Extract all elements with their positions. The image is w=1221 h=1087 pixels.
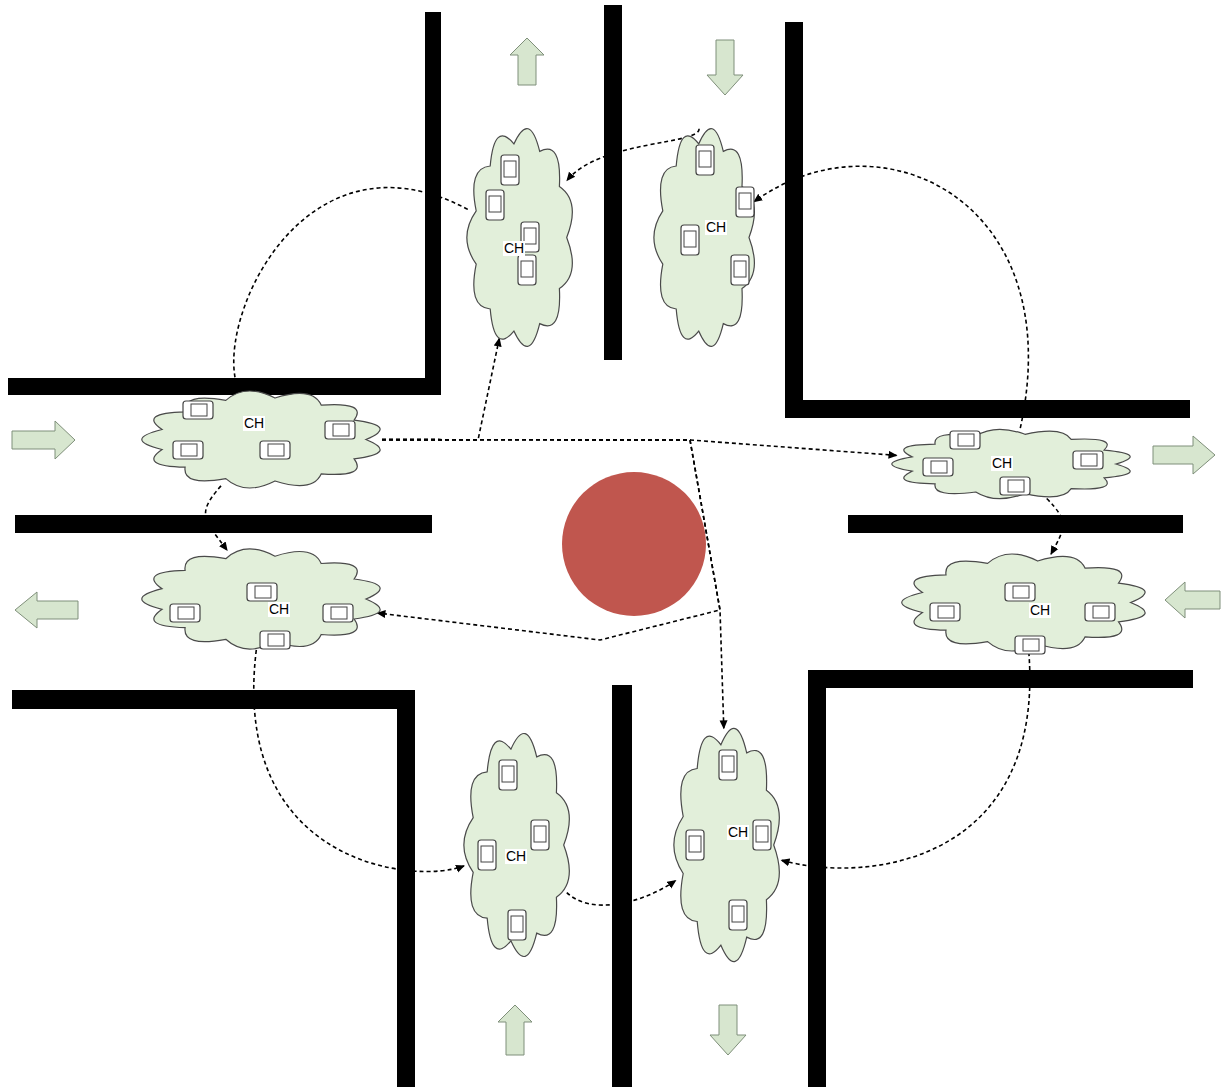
direction-arrow — [498, 1005, 532, 1055]
vehicle-cluster: CH — [665, 720, 790, 970]
cluster-cloud — [458, 120, 583, 355]
car-icon — [325, 421, 355, 439]
wall — [397, 690, 415, 1087]
wall — [785, 22, 803, 418]
cluster-head-label: CH — [503, 241, 525, 256]
car-icon — [183, 401, 213, 419]
car-icon — [729, 900, 747, 930]
car-icon — [930, 603, 960, 621]
road-walls — [8, 5, 1193, 1087]
communication-link — [382, 338, 499, 440]
car-icon — [731, 255, 749, 285]
car-icon — [531, 820, 549, 850]
car-icon — [260, 441, 290, 459]
communication-link — [754, 166, 1028, 428]
vehicle-cluster: CH — [885, 420, 1140, 508]
cluster-cloud — [135, 540, 390, 658]
car-icon — [501, 155, 519, 185]
wall — [785, 400, 1190, 418]
communication-link — [782, 652, 1030, 868]
cluster-head-label: CH — [727, 825, 749, 840]
car-icon — [1000, 477, 1030, 495]
direction-arrow — [1165, 582, 1220, 618]
wall — [808, 670, 826, 1087]
communication-link — [382, 440, 724, 729]
communication-link — [377, 440, 720, 640]
car-icon — [508, 910, 526, 940]
direction-arrow — [510, 38, 544, 85]
car-icon — [260, 631, 290, 649]
cluster-cloud — [665, 720, 790, 970]
car-icon — [696, 145, 714, 175]
median — [612, 685, 632, 1087]
car-icon — [173, 441, 203, 459]
direction-arrow — [12, 421, 75, 459]
wall — [12, 690, 415, 709]
car-icon — [950, 431, 980, 449]
direction-arrow — [710, 1005, 746, 1055]
car-icon — [923, 458, 953, 476]
vehicle-cluster: CH — [458, 120, 583, 355]
cluster-head-label: CH — [991, 456, 1013, 471]
communication-link — [206, 486, 228, 550]
vehicle-cluster: CH — [895, 545, 1155, 660]
car-icon — [478, 840, 496, 870]
cluster-cloud — [455, 725, 580, 965]
car-icon — [518, 255, 536, 285]
car-icon — [499, 760, 517, 790]
communication-link — [1047, 499, 1063, 555]
cluster-cloud — [645, 120, 765, 355]
cluster-head-label: CH — [505, 849, 527, 864]
wall — [425, 12, 441, 394]
car-icon — [486, 190, 504, 220]
direction-arrow — [707, 40, 743, 95]
car-icon — [719, 750, 737, 780]
vehicle-cluster: CH — [645, 120, 765, 355]
wall — [808, 670, 1193, 688]
car-icon — [1015, 636, 1045, 654]
car-icon — [170, 604, 200, 622]
median — [604, 5, 622, 360]
car-icon — [1085, 603, 1115, 621]
cluster-head-label: CH — [1029, 603, 1051, 618]
car-icon — [736, 187, 754, 217]
car-icon — [1005, 583, 1035, 601]
cluster-cloud — [895, 545, 1155, 660]
cluster-head-label: CH — [243, 416, 265, 431]
car-icon — [247, 583, 277, 601]
vehicle-cluster: CH — [135, 382, 390, 497]
vehicle-cluster: CH — [455, 725, 580, 965]
direction-arrows — [12, 38, 1220, 1055]
cluster-cloud — [135, 382, 390, 497]
median — [15, 515, 432, 533]
cluster-head-label: CH — [268, 602, 290, 617]
car-icon — [686, 830, 704, 860]
vehicle-cluster: CH — [135, 540, 390, 658]
communication-link — [234, 188, 468, 391]
intersection-center — [562, 472, 706, 616]
cluster-head-label: CH — [705, 220, 727, 235]
wall — [8, 378, 441, 395]
communication-link — [382, 440, 897, 456]
car-icon — [681, 225, 699, 255]
car-icon — [753, 820, 771, 850]
car-icon — [323, 604, 353, 622]
car-icon — [1073, 451, 1103, 469]
communication-link — [254, 650, 464, 872]
communication-link — [567, 881, 676, 905]
direction-arrow — [15, 592, 78, 628]
median — [848, 515, 1183, 533]
direction-arrow — [1153, 436, 1215, 474]
